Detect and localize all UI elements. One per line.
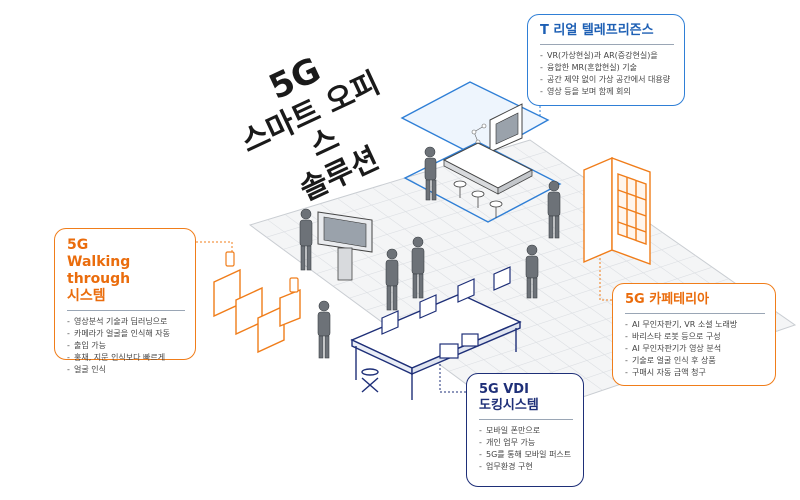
callout-divider (625, 313, 765, 315)
callout-telepresence-item: 융합한 MR(혼합현실) 기술 (540, 62, 674, 74)
callout-cafeteria: 5G 카페테리아 AI 무인자판기, VR 소셜 노래방 바리스타 로봇 등으로… (612, 283, 776, 386)
callout-cafeteria-title: 5G 카페테리아 (625, 292, 710, 307)
callout-walking-item: 얼굴 인식 (67, 364, 185, 376)
callout-walking-item: 홍채, 지문 인식보다 빠르게 (67, 352, 185, 364)
callout-walking-title-line-1: 5G (67, 237, 89, 253)
callout-walking-item: 영상분석 기술과 딥러닝으로 (67, 316, 185, 328)
callout-walking-title-line-3: 시스템 (67, 288, 106, 304)
vdi-cabinets (439, 333, 479, 359)
callout-walking-through: 5G Walking through 시스템 영상분석 기술과 딥러닝으로 카메… (54, 228, 196, 376)
callout-divider (479, 419, 573, 420)
gate-cameras (225, 251, 299, 293)
callout-divider (67, 310, 185, 311)
people-group (299, 180, 561, 359)
callout-cafeteria-item: 기술로 얼굴 인식 후 상품 (625, 355, 765, 367)
callout-cafeteria-item: AI 무인자판기가 영상 분석 (625, 343, 765, 355)
vdi-desks (350, 293, 522, 400)
telepresence-zone (400, 81, 562, 223)
telepresence-floor-zone (403, 141, 562, 223)
callout-vdi-docking: 5G VDI 도킹시스템 모바일 폰만으로 개인 업무 가능 5G를 통해 모바… (466, 373, 584, 487)
callout-walking-item: 카메라가 얼굴을 인식해 자동 (67, 328, 185, 340)
callout-walking-item: 출입 가능 (67, 340, 185, 352)
callout-telepresence-item: VR(가상현실)과 AR(증강현실)을 (540, 50, 674, 62)
meeting-chairs (453, 180, 503, 218)
vdi-chair (361, 368, 379, 393)
callout-walking-title-line-2: Walking through (67, 254, 131, 287)
video-wall (489, 103, 523, 153)
callout-telepresence: T 리얼 텔레프리즌스 VR(가상현실)과 AR(증강현실)을 융합한 MR(혼… (527, 14, 685, 106)
callout-divider (540, 44, 674, 46)
callout-walking-title: 5G Walking through 시스템 (67, 237, 185, 305)
callout-vdi-item: 개인 업무 가능 (479, 437, 573, 449)
callout-vdi-item: 업무환경 구현 (479, 461, 573, 473)
callout-vdi-item: 5G를 통해 모바일 퍼스트 (479, 449, 573, 461)
callout-vdi-title: 5G VDI 도킹시스템 (479, 382, 573, 414)
vdi-monitors (381, 266, 511, 335)
cafeteria-vending-machines (583, 156, 651, 266)
callout-vdi-title-line-2: 도킹시스템 (479, 398, 539, 413)
callout-vdi-title-line-1: 5G VDI (479, 382, 529, 397)
callout-cafeteria-item: AI 무인자판기, VR 소셜 노래방 (625, 319, 765, 331)
person-vr-headset (424, 146, 437, 201)
callout-vdi-item: 모바일 폰만으로 (479, 425, 573, 437)
callout-cafeteria-item: 바리스타 로봇 등으로 구성 (625, 331, 765, 343)
meeting-table (442, 142, 534, 195)
callout-cafeteria-item: 구매시 자동 금액 청구 (625, 367, 765, 379)
kiosk (317, 211, 373, 281)
callout-telepresence-title: T 리얼 텔레프리즌스 (540, 23, 654, 38)
callout-telepresence-item: 공간 제약 없이 가상 공간에서 대용량 (540, 74, 674, 86)
walking-through-gates (213, 268, 301, 354)
callout-telepresence-item: 영상 등을 보며 함께 회의 (540, 86, 674, 98)
